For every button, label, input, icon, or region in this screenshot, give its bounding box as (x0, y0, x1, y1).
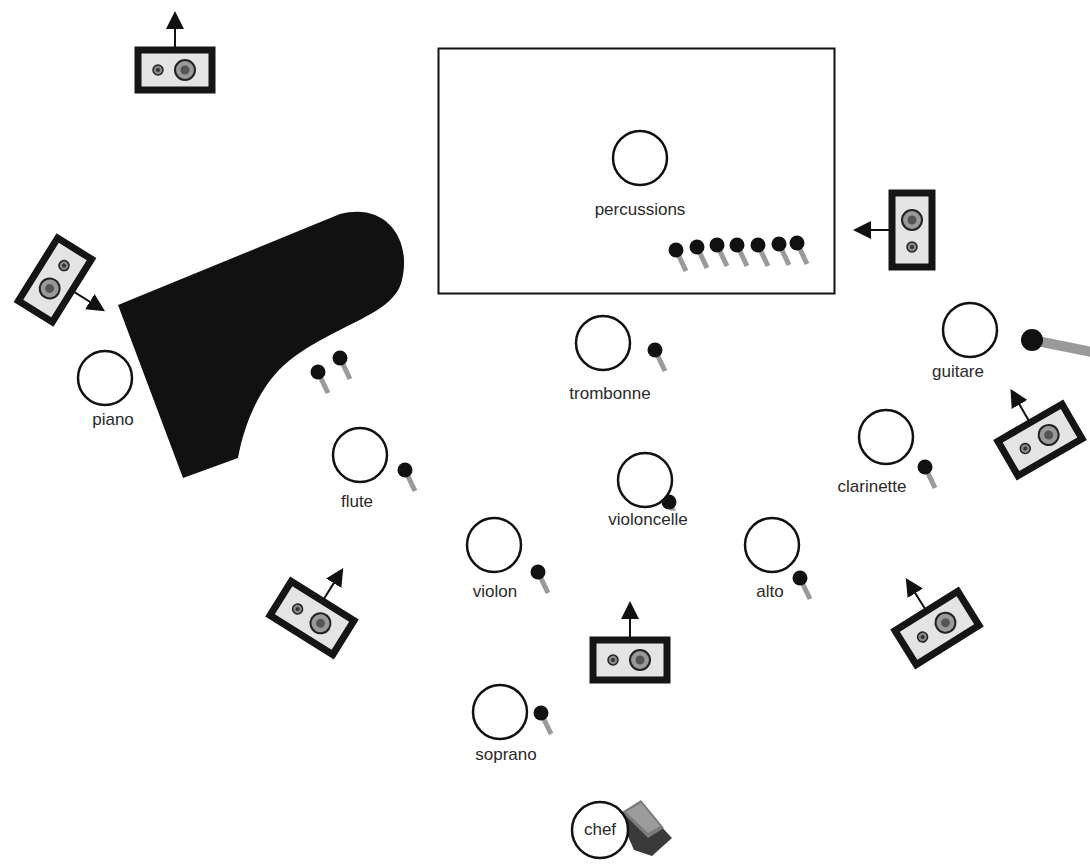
position-circle (742, 515, 802, 575)
position-circle-outline (745, 518, 799, 572)
position-circle-outline (333, 428, 387, 482)
instrument-label: piano (90, 411, 136, 430)
percussion-riser (439, 49, 835, 294)
musician-position: violoncelle (615, 450, 675, 510)
musician-position: guitare (940, 300, 1000, 360)
instrument-label: soprano (473, 746, 538, 765)
musician-position: trombonne (573, 313, 633, 373)
position-circle (940, 300, 1000, 360)
guitar-amp-microphone (1021, 329, 1090, 352)
instrument-label: guitare (930, 363, 986, 382)
position-circle-outline (473, 685, 527, 739)
monitor-speaker (270, 556, 370, 655)
monitor-speaker (862, 193, 932, 267)
position-name: chef (582, 821, 618, 840)
instrument-label: flute (339, 493, 375, 512)
instrument-label: percussions (593, 201, 688, 220)
position-circle (464, 515, 524, 575)
position-circle (856, 407, 916, 467)
position-circle-outline (467, 518, 521, 572)
monitor-speaker (593, 610, 667, 680)
position-circle (470, 682, 530, 742)
musician-position: percussions (610, 128, 670, 188)
musician-position: soprano (470, 682, 530, 742)
musician-position: flute (330, 425, 390, 485)
position-circle-outline (572, 802, 628, 858)
position-circle (610, 128, 670, 188)
position-circle-outline (613, 131, 667, 185)
instrument-label: violoncelle (606, 511, 689, 530)
instrument-label: violon (471, 583, 519, 602)
position-circle-outline (943, 303, 997, 357)
instrument-label: clarinette (836, 478, 909, 497)
monitor-speaker (879, 566, 979, 665)
monitor-speaker (18, 238, 117, 338)
instrument-label: alto (754, 583, 785, 602)
musician-position: chef (569, 799, 631, 861)
musician-position: clarinette (856, 407, 916, 467)
position-circle-outline (618, 453, 672, 507)
position-circle (75, 348, 135, 408)
position-circle (330, 425, 390, 485)
musician-position: piano (75, 348, 135, 408)
microphones (311, 236, 936, 735)
position-circle (573, 313, 633, 373)
instrument-label: trombonne (567, 385, 652, 404)
musician-position: alto (742, 515, 802, 575)
position-circle-outline (576, 316, 630, 370)
monitor-speaker (983, 378, 1082, 476)
position-circle (615, 450, 675, 510)
position-circle-outline (78, 351, 132, 405)
position-circle-outline (859, 410, 913, 464)
monitor-speaker (138, 20, 212, 90)
musician-position: violon (464, 515, 524, 575)
